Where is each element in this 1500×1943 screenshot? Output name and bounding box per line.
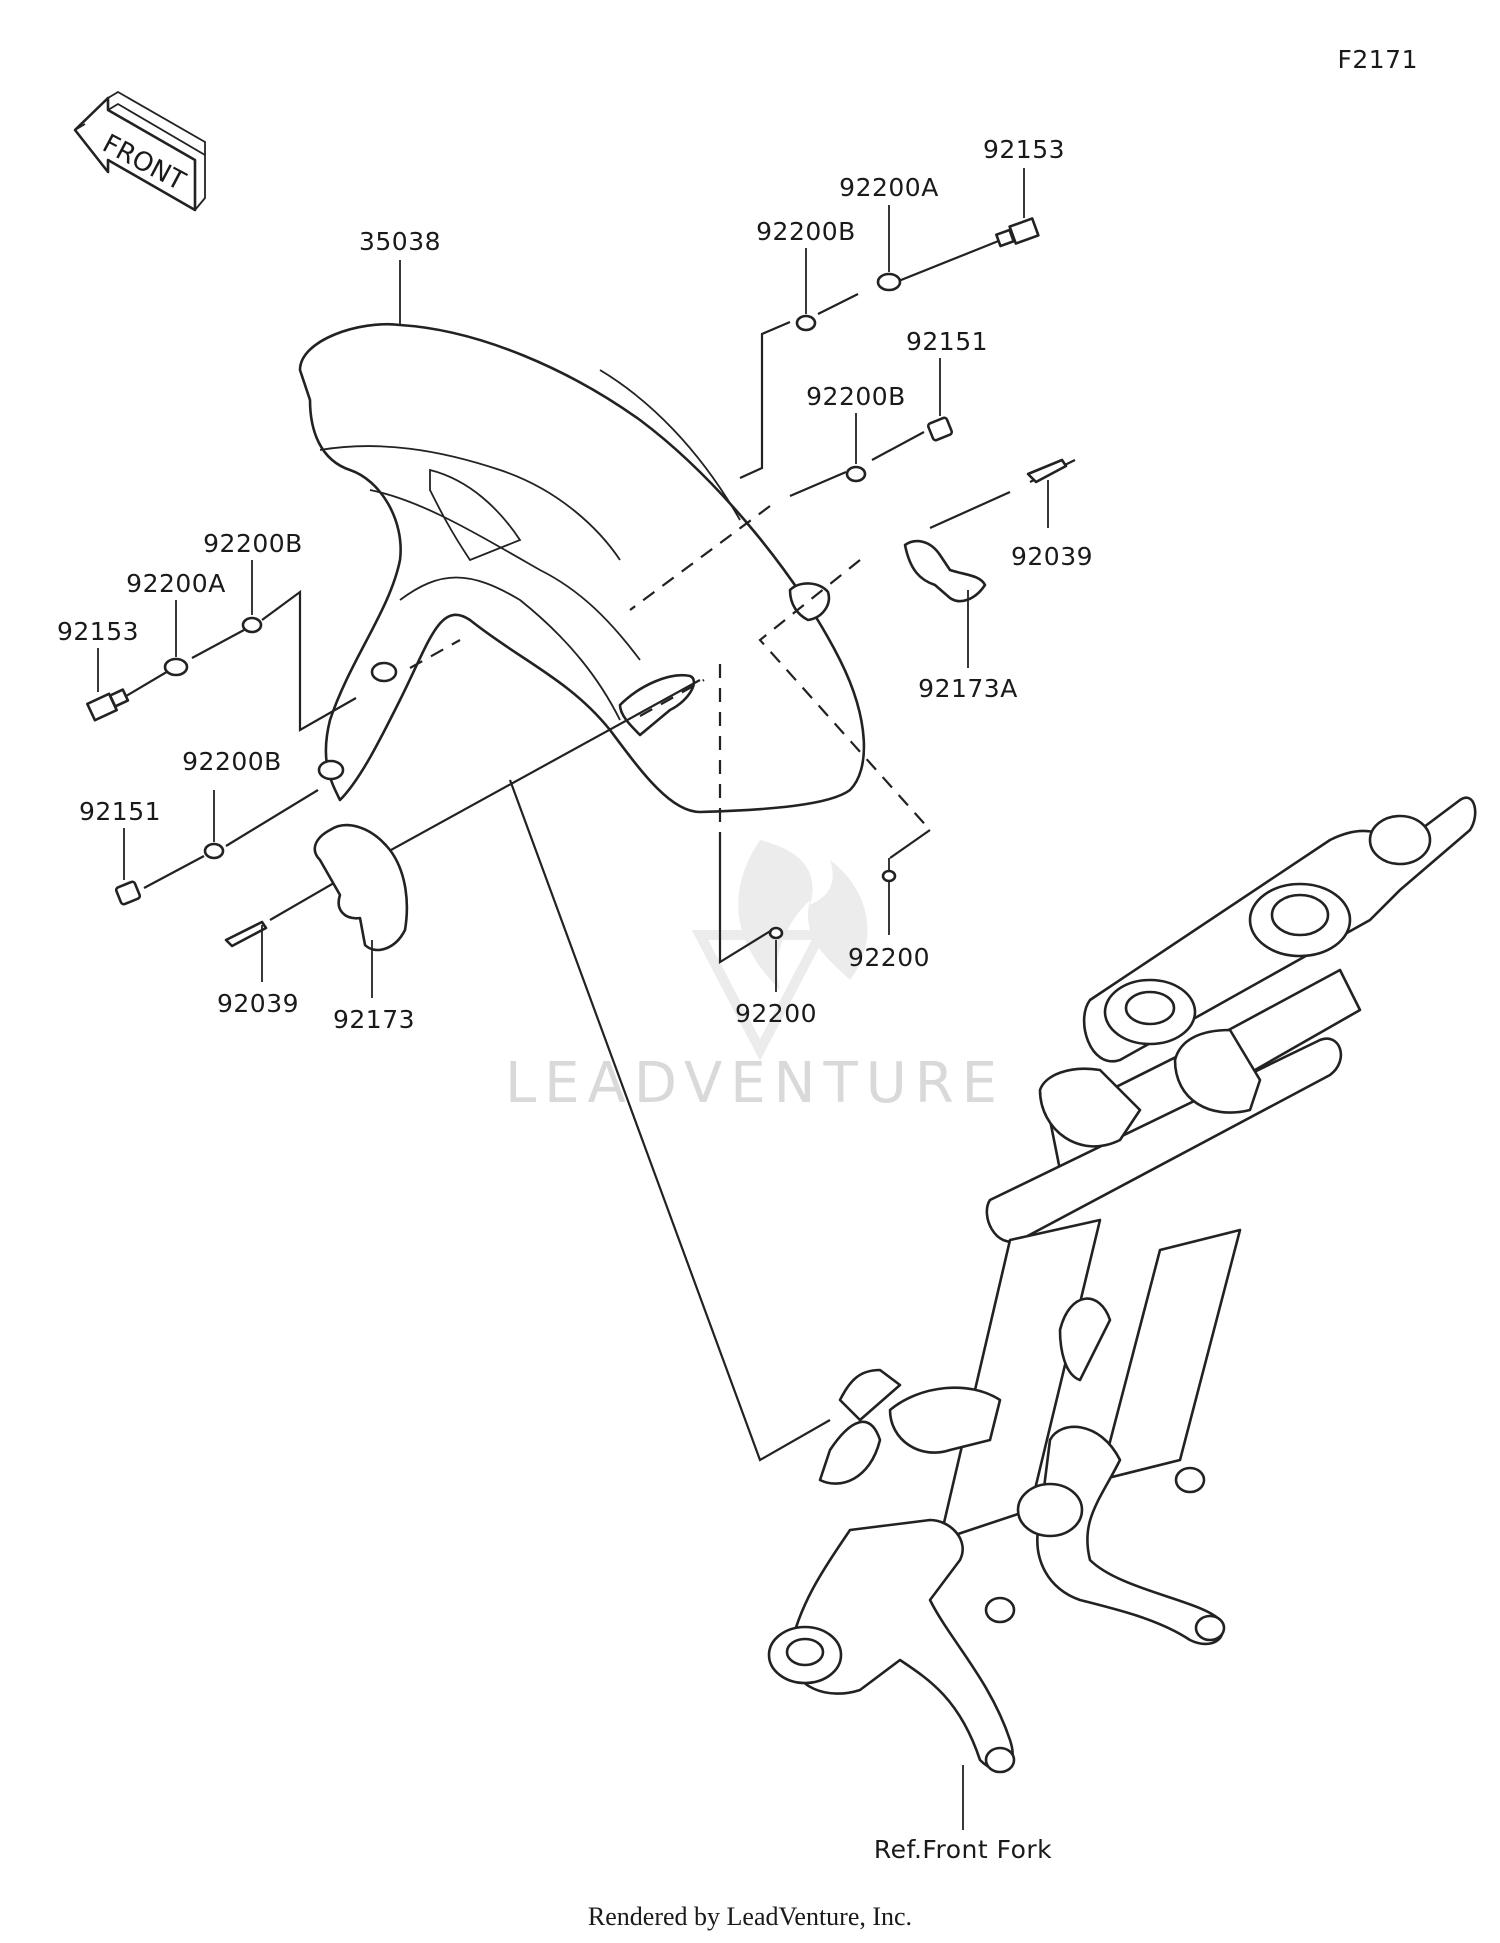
clamp-icon [903, 539, 987, 603]
washer-icon [203, 842, 225, 860]
rivet-icon [1026, 458, 1068, 484]
washer-icon [241, 616, 263, 634]
rivet-icon [224, 920, 268, 948]
screw-icon [114, 880, 142, 906]
front-arrow-icon: FRONT [73, 90, 206, 212]
callout-washer-b-right: 92200B [806, 382, 906, 411]
watermark-text: LEADVENTURE [505, 1051, 1005, 1116]
washer-icon [163, 657, 189, 677]
callout-rivet-right: 92039 [1011, 542, 1093, 571]
fastener-stack-right-lower [758, 458, 1076, 935]
front-fender [298, 322, 866, 814]
bolt-icon [86, 688, 130, 722]
callout-washer-b-top-right: 92200B [756, 217, 856, 246]
nut-icon [768, 926, 784, 940]
clamp-icon [313, 823, 409, 952]
callout-washer-b-left-top: 92200B [203, 529, 303, 558]
fastener-stack-left-top [86, 560, 461, 732]
callout-rivet-left: 92039 [217, 989, 299, 1018]
figure-code: F2171 [1337, 45, 1418, 74]
callout-washer-a-top-right: 92200A [839, 173, 939, 202]
callout-screw-right: 92151 [906, 327, 988, 356]
watermark: LEADVENTURE [505, 840, 1005, 1116]
fastener-stack-left-clamp [224, 679, 831, 1462]
callout-nut-right: 92200 [848, 943, 930, 972]
nut-icon [881, 869, 897, 883]
washer-icon [795, 314, 817, 332]
screw-icon [926, 416, 954, 442]
bolt-icon [995, 217, 1040, 248]
fastener-center [718, 664, 784, 992]
callout-bolt-left: 92153 [57, 617, 139, 646]
callout-nut-center: 92200 [735, 999, 817, 1028]
washer-icon [845, 465, 867, 483]
washer-icon [876, 272, 902, 292]
fastener-stack-top-right [739, 168, 1040, 480]
front-fork-assembly [767, 796, 1477, 1830]
callout-clamp-right: 92173A [918, 674, 1018, 703]
callout-fender: 35038 [359, 227, 441, 256]
callout-clamp-left: 92173 [333, 1005, 415, 1034]
fastener-stack-right [629, 358, 954, 611]
callout-washer-b-left-lower: 92200B [182, 747, 282, 776]
callout-bolt-top-right: 92153 [983, 135, 1065, 164]
callout-ref-front-fork: Ref.Front Fork [874, 1835, 1052, 1864]
fastener-stack-left-lower [114, 789, 319, 906]
callout-screw-left: 92151 [79, 797, 161, 826]
footer-text: Rendered by LeadVenture, Inc. [588, 1902, 912, 1931]
callout-washer-a-left: 92200A [126, 569, 226, 598]
